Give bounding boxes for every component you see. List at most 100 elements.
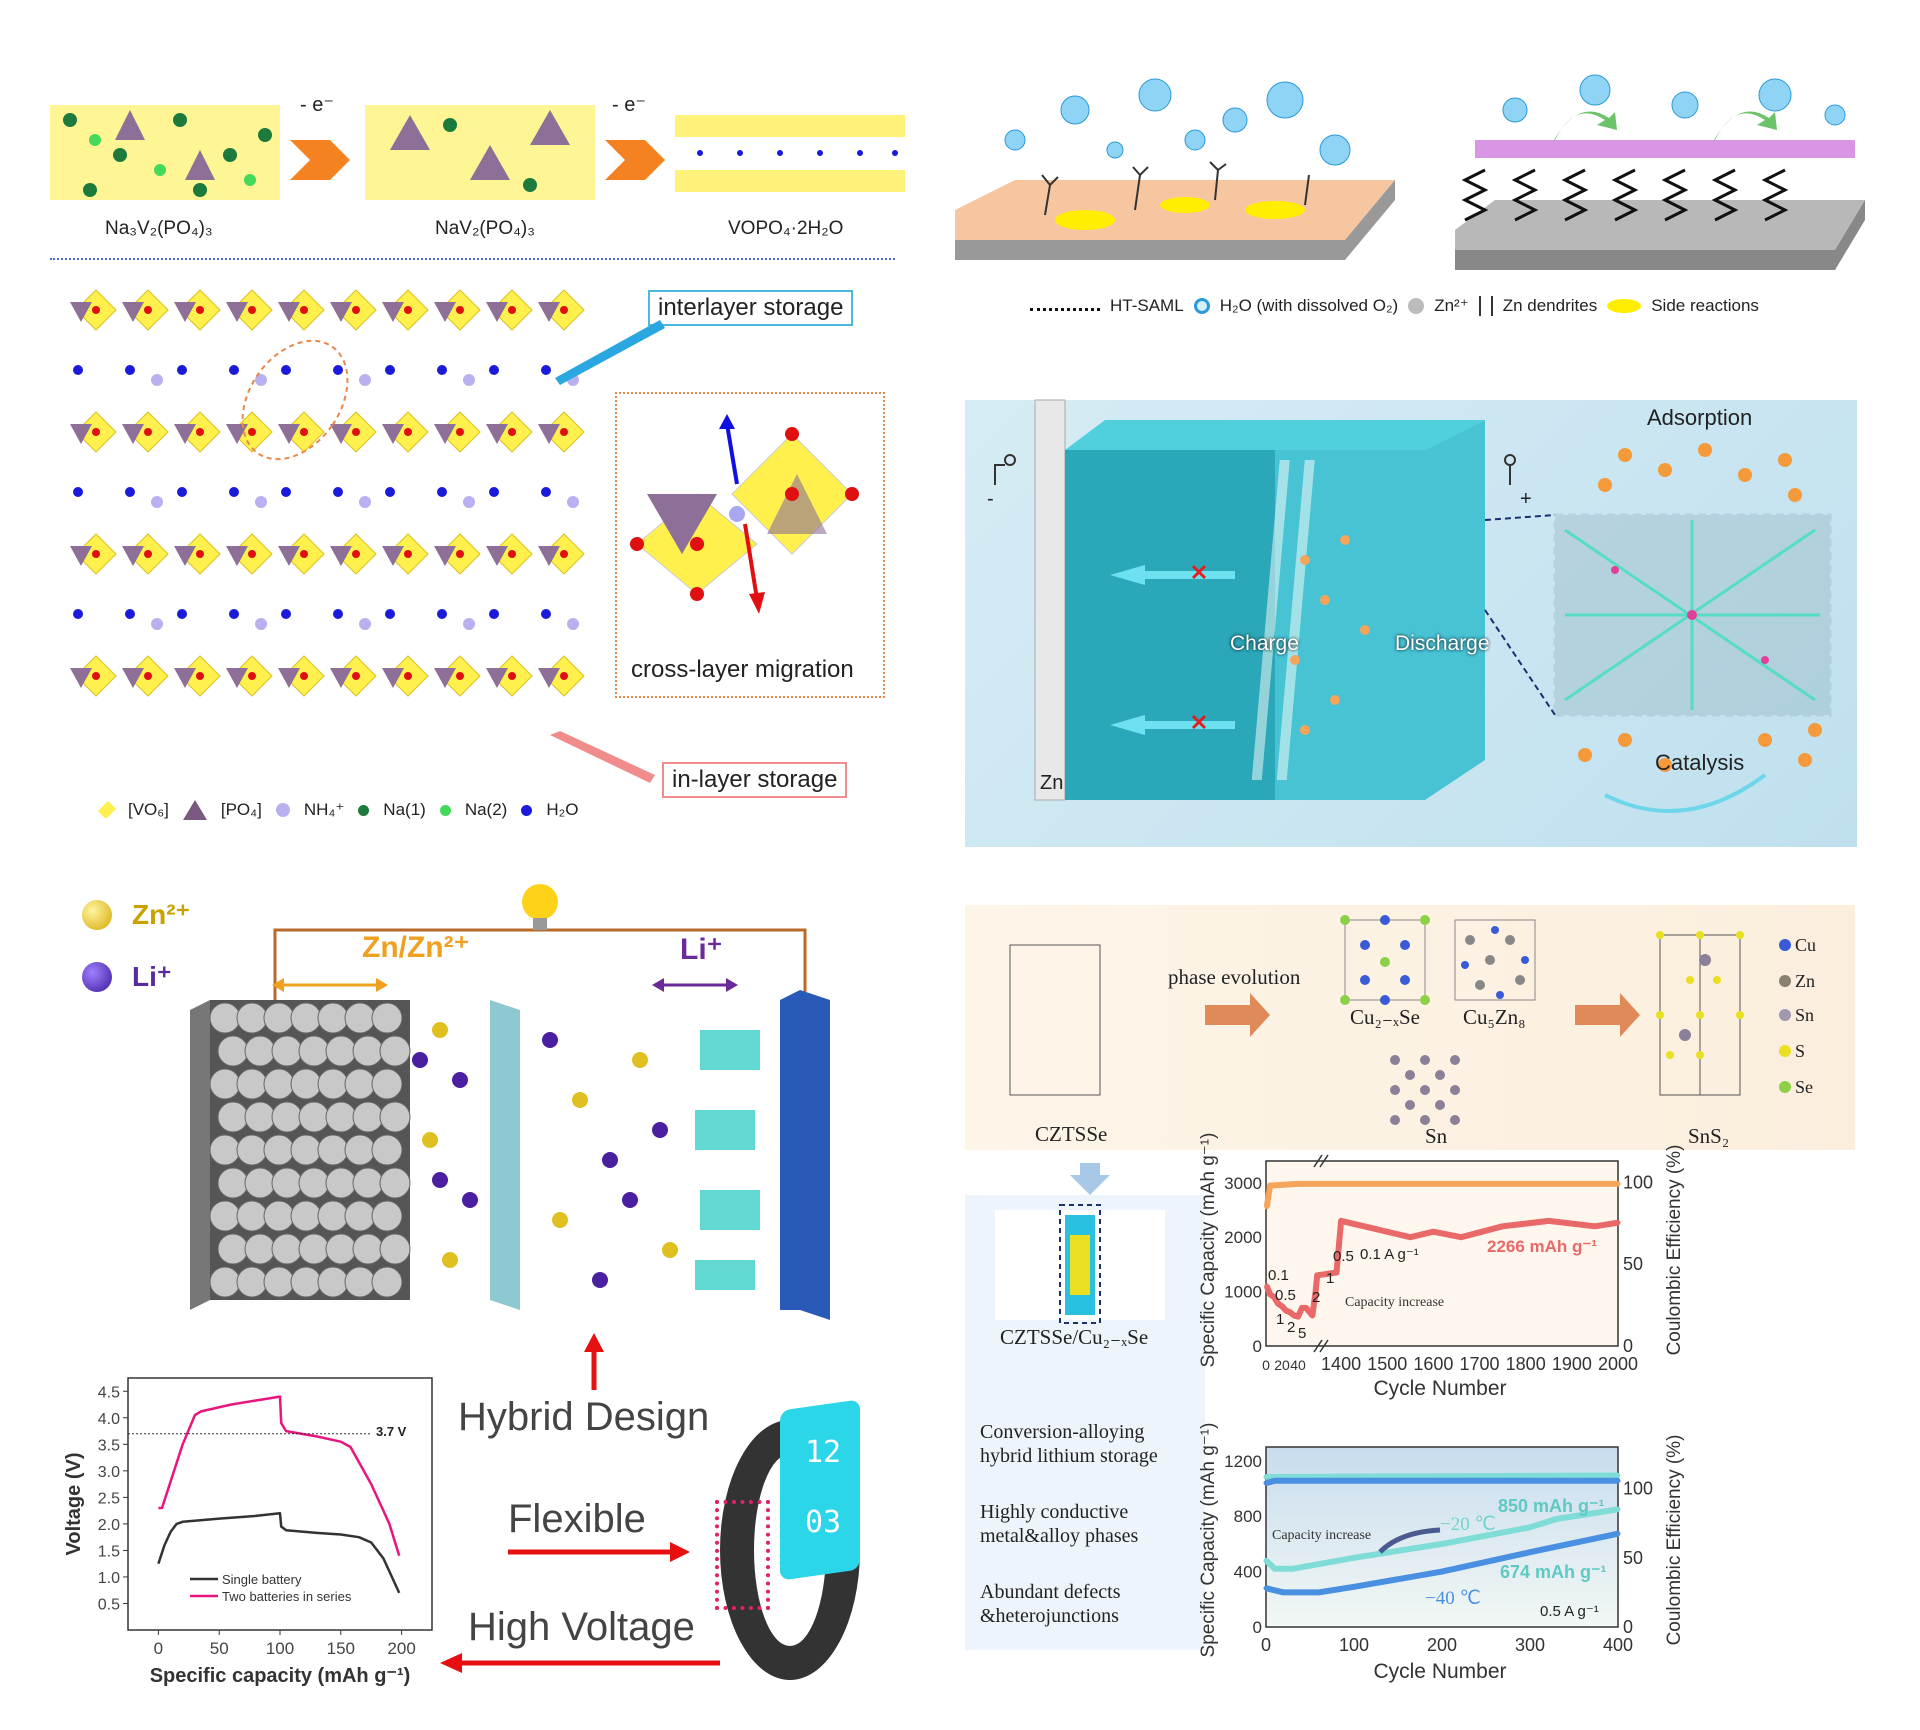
x-tick-label: 0 bbox=[1262, 1357, 1270, 1373]
zn-metal-sphere bbox=[379, 1167, 411, 1199]
rate-label: 2 bbox=[1312, 1289, 1320, 1306]
vanadium-atom bbox=[456, 550, 464, 558]
water-molecule bbox=[177, 609, 187, 619]
legend-ht-saml: HT-SAML bbox=[1110, 296, 1184, 315]
ammonium-ion bbox=[359, 496, 371, 508]
data-point bbox=[1527, 1524, 1533, 1530]
zn-metal-sphere bbox=[379, 1101, 411, 1133]
feature-list: Conversion-alloying hybrid lithium stora… bbox=[980, 1420, 1200, 1628]
li-ion bbox=[452, 1072, 468, 1088]
battery-schematic bbox=[190, 884, 830, 1320]
vanadium-atom bbox=[560, 550, 568, 558]
annotation-capacity-increase: Capacity increase bbox=[1345, 1295, 1444, 1310]
y-tick-label: 3.5 bbox=[98, 1437, 120, 1454]
po4-tetrahedron bbox=[278, 546, 300, 566]
po4-tetrahedron bbox=[486, 668, 508, 688]
in-layer-storage-label: in-layer storage bbox=[662, 762, 848, 798]
ammonium-ion bbox=[567, 496, 579, 508]
data-point bbox=[1264, 1283, 1270, 1289]
vanadium-atom bbox=[560, 428, 568, 436]
x-tick-label: 1800 bbox=[1506, 1354, 1546, 1374]
water-molecule bbox=[385, 365, 395, 375]
y-tick-label: 0 bbox=[1253, 1618, 1262, 1637]
annotation-final-capacity: 2266 mAh g⁻¹ bbox=[1487, 1237, 1597, 1256]
water-molecule bbox=[73, 609, 83, 619]
legend-h2o: H₂O bbox=[546, 800, 579, 819]
po4-tetrahedron bbox=[226, 668, 248, 688]
y-tick-label: 1.0 bbox=[98, 1570, 120, 1587]
flow-arrows bbox=[440, 1333, 720, 1673]
vanadium-atom bbox=[508, 672, 516, 680]
water-molecule bbox=[489, 365, 499, 375]
vanadium-atom bbox=[456, 306, 464, 314]
water-molecule bbox=[281, 487, 291, 497]
water-molecule bbox=[437, 487, 447, 497]
zn-ion bbox=[432, 1022, 448, 1038]
water-molecule bbox=[333, 609, 343, 619]
divider-line bbox=[50, 258, 895, 260]
y2-axis-label: Coulombic Efficiency (%) bbox=[1664, 1435, 1685, 1646]
po4-tetrahedron bbox=[538, 302, 560, 322]
vanadium-atom bbox=[196, 672, 204, 680]
vanadium-atom bbox=[560, 672, 568, 680]
data-point bbox=[1289, 1566, 1295, 1572]
data-point bbox=[1295, 1314, 1301, 1320]
panel-a-legend: [VO₆] [PO₄] NH₄⁺ Na(1) Na(2) H₂O bbox=[97, 800, 579, 820]
discharge-label: Discharge bbox=[1395, 632, 1490, 655]
legend-zn: Zn bbox=[1795, 971, 1815, 991]
x-tick-label: 100 bbox=[266, 1639, 294, 1658]
cu5zn8-crystal bbox=[1454, 919, 1536, 1001]
data-point bbox=[1592, 1223, 1598, 1229]
x-tick-label: 40 bbox=[1290, 1357, 1306, 1373]
ammonium-ion bbox=[151, 496, 163, 508]
legend-zn-ion: Zn²⁺ bbox=[1434, 296, 1469, 315]
step-label-1: - e⁻ bbox=[300, 94, 334, 116]
ammonium-ion bbox=[463, 618, 475, 630]
voltage-ref-label: 3.7 V bbox=[376, 1424, 407, 1439]
bare-zn-anode-illustration bbox=[955, 78, 1395, 260]
y2-tick-label: 50 bbox=[1623, 1254, 1643, 1274]
zn-ion bbox=[572, 1092, 588, 1108]
step-arrow-1 bbox=[290, 140, 350, 180]
vanadium-atom bbox=[92, 306, 100, 314]
ammonium-ion bbox=[255, 374, 267, 386]
vanadium-atom bbox=[456, 428, 464, 436]
ammonium-ion bbox=[359, 618, 371, 630]
data-point bbox=[1615, 1220, 1621, 1226]
po4-tetrahedron bbox=[70, 302, 92, 322]
data-point bbox=[1263, 1558, 1269, 1564]
h2o-icon bbox=[521, 804, 533, 816]
water-droplet-icon bbox=[1193, 298, 1210, 314]
rate-label: 0.1 A g⁻¹ bbox=[1360, 1246, 1419, 1263]
vanadium-atom bbox=[248, 672, 256, 680]
cu2se-crystal bbox=[1340, 915, 1430, 1005]
po4-tetrahedron bbox=[226, 424, 248, 444]
li-ion bbox=[432, 1172, 448, 1188]
rate-label: 2 bbox=[1287, 1319, 1295, 1336]
zn-ion-legend: Zn²⁺ bbox=[132, 899, 191, 930]
rate-label: 0.1 bbox=[1268, 1267, 1289, 1284]
series-line-two-batteries-in-series bbox=[158, 1395, 401, 1557]
inset-box: cross-layer migration bbox=[615, 392, 885, 698]
water-molecule bbox=[541, 609, 551, 619]
vanadium-atom bbox=[300, 306, 308, 314]
li-couple-label: Li⁺ bbox=[680, 933, 723, 966]
y-tick-label: 1200 bbox=[1224, 1452, 1262, 1471]
na2-icon bbox=[439, 804, 451, 816]
po4-tetrahedron bbox=[434, 424, 456, 444]
data-point bbox=[1523, 1181, 1529, 1187]
data-point bbox=[1615, 1181, 1621, 1187]
data-point bbox=[1615, 1478, 1621, 1484]
po4-tetrahedron bbox=[174, 302, 196, 322]
y-tick-label: 2000 bbox=[1224, 1228, 1262, 1247]
zn-metal-sphere bbox=[371, 1266, 403, 1298]
rate-label: 5 bbox=[1298, 1325, 1306, 1342]
crystal-structures bbox=[995, 915, 1791, 1324]
legend-na2: Na(2) bbox=[464, 800, 508, 819]
heterojunction-crystal bbox=[995, 1204, 1165, 1324]
y-tick-label: 800 bbox=[1234, 1507, 1262, 1526]
y-axis-label: Voltage (V) bbox=[63, 1453, 85, 1556]
ammonium-ion bbox=[151, 618, 163, 630]
legend-vo6: [VO₆] bbox=[128, 800, 169, 819]
in-layer-arrow bbox=[550, 731, 655, 783]
